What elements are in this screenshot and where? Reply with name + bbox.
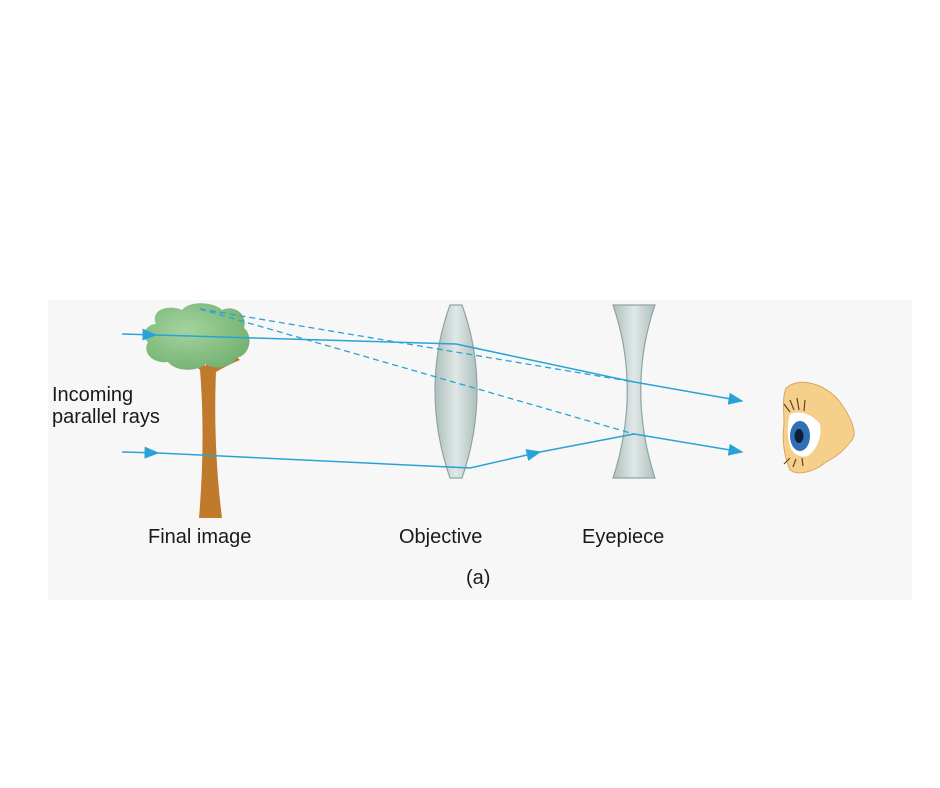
incoming-rays-label-line2: parallel rays (52, 406, 160, 428)
incoming-rays-label: Incoming parallel rays (52, 384, 160, 428)
ray-bottom (121, 433, 744, 469)
eyepiece-lens (612, 304, 656, 479)
incoming-rays-label-line1: Incoming (52, 384, 134, 406)
objective-lens (434, 304, 478, 479)
objective-label: Objective (399, 526, 483, 548)
figure-caption: (a) (466, 567, 491, 589)
final-image-label: Final image (148, 526, 252, 548)
virtual-rays (199, 308, 635, 435)
tree-trunk (180, 340, 240, 518)
eyepiece-label: Eyepiece (582, 526, 665, 548)
eye-icon (782, 381, 855, 474)
eye-pupil (794, 429, 804, 443)
eye-lashes (783, 397, 806, 468)
